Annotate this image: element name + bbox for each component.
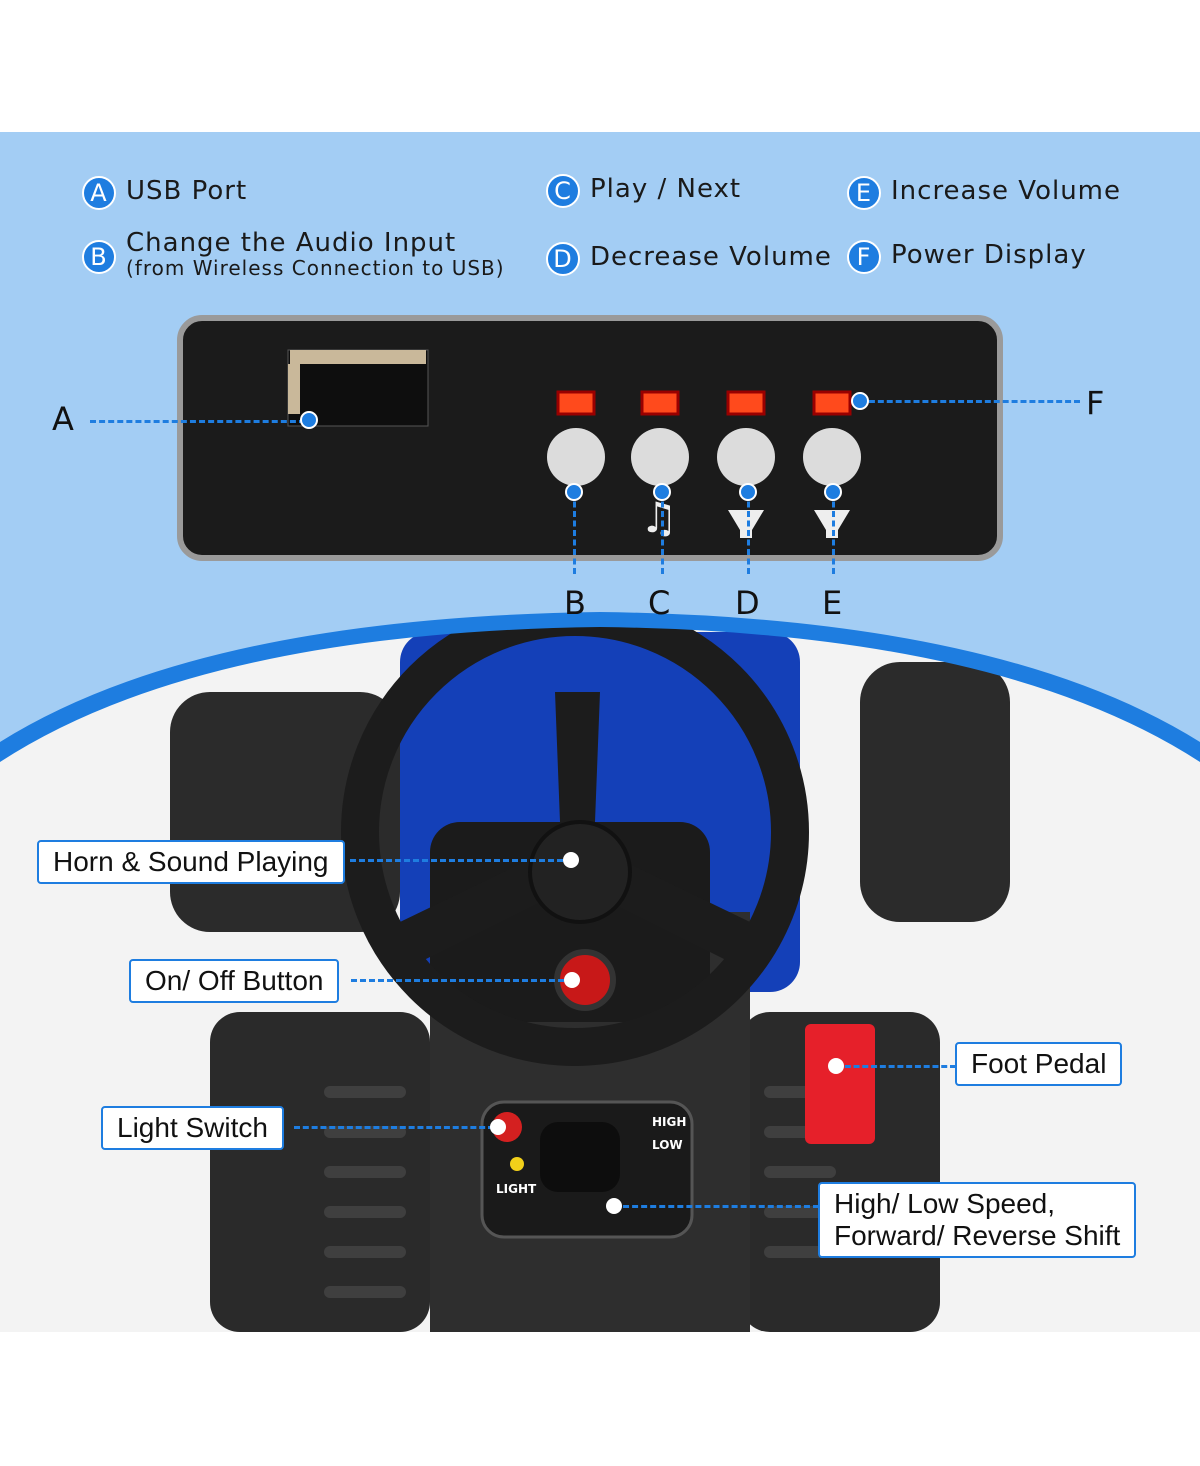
marker-c — [653, 483, 671, 501]
marker-onoff — [564, 972, 580, 988]
high-label: HIGH — [652, 1115, 687, 1129]
music-note-icon: ♫ — [640, 493, 678, 542]
callout-shift-line2: Forward/ Reverse Shift — [834, 1220, 1121, 1252]
marker-d — [739, 483, 757, 501]
leader-light — [294, 1126, 494, 1129]
leader-shift — [614, 1205, 819, 1208]
legend-label: Increase Volume — [891, 176, 1121, 206]
legend-label: USB Port — [126, 176, 248, 206]
legend-item-b: B Change the Audio Input(from Wireless Co… — [82, 228, 505, 280]
light-icon — [510, 1157, 524, 1171]
horn-button — [528, 820, 632, 924]
legend-label: Play / Next — [590, 174, 742, 204]
gear-shift-lever — [540, 1122, 620, 1192]
letter-b: B — [564, 584, 586, 622]
power-indicators — [556, 390, 852, 416]
badge-e: E — [847, 176, 881, 210]
legend-sublabel: (from Wireless Connection to USB) — [126, 256, 505, 280]
marker-shift — [606, 1198, 622, 1214]
light-label: LIGHT — [496, 1182, 537, 1196]
badge-c: C — [546, 174, 580, 208]
callout-onoff: On/ Off Button — [129, 959, 340, 1004]
legend-item-a: A USB Port — [82, 176, 247, 210]
low-label: LOW — [652, 1138, 683, 1152]
legend-label: Decrease Volume — [590, 242, 832, 272]
marker-a — [300, 411, 318, 429]
right-wheel — [860, 662, 1010, 922]
leader-onoff — [351, 979, 573, 982]
legend-item-e: E Increase Volume — [847, 176, 1121, 210]
leader-f — [860, 400, 1080, 403]
badge-a: A — [82, 176, 116, 210]
callout-pedal: Foot Pedal — [955, 1042, 1123, 1087]
vehicle-illustration: ♫ — [0, 132, 1200, 1332]
badge-f: F — [847, 240, 881, 274]
leader-b — [573, 492, 576, 574]
legend-label: Change the Audio Input(from Wireless Con… — [126, 228, 505, 280]
letter-e: E — [822, 584, 843, 622]
leader-c — [661, 492, 664, 574]
callout-shift: High/ Low Speed,Forward/ Reverse Shift — [818, 1182, 1137, 1259]
leader-a — [90, 420, 305, 423]
marker-horn — [563, 852, 579, 868]
leader-d — [747, 492, 750, 574]
letter-c: C — [648, 584, 671, 622]
letter-f: F — [1086, 384, 1105, 422]
letter-d: D — [735, 584, 760, 622]
legend-label-main: Change the Audio Input — [126, 228, 457, 258]
legend-label: Power Display — [891, 240, 1087, 270]
marker-b — [565, 483, 583, 501]
marker-light — [490, 1119, 506, 1135]
badge-d: D — [546, 242, 580, 276]
foot-pedal — [805, 1024, 875, 1144]
leader-pedal — [836, 1065, 956, 1068]
legend-item-d: D Decrease Volume — [546, 242, 832, 276]
product-infographic: ♫ A USB Port B Change the Audio Input(from… — [0, 132, 1200, 1332]
callout-shift-line1: High/ Low Speed, — [834, 1188, 1056, 1219]
marker-f — [851, 392, 869, 410]
panel-buttons — [547, 428, 861, 486]
badge-b: B — [82, 240, 116, 274]
callout-horn: Horn & Sound Playing — [37, 840, 345, 885]
legend-item-f: F Power Display — [847, 240, 1087, 274]
legend-item-c: C Play / Next — [546, 174, 741, 208]
volume-down-icon — [728, 510, 764, 538]
leader-horn — [350, 859, 572, 862]
callout-light: Light Switch — [101, 1106, 284, 1151]
letter-a: A — [52, 400, 74, 438]
marker-pedal — [828, 1058, 844, 1074]
marker-e — [824, 483, 842, 501]
leader-e — [832, 492, 835, 574]
